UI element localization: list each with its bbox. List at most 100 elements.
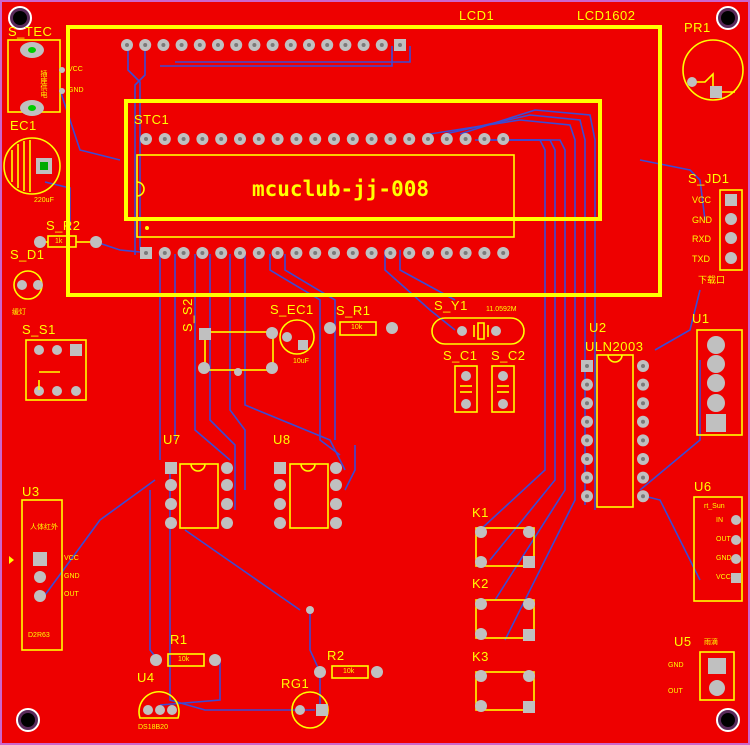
lcd1-pad-hole [398, 43, 402, 47]
lcd1-outline [66, 25, 662, 297]
r1-ref: R1 [170, 632, 188, 647]
stc1-pad-hole [162, 251, 167, 255]
s-y1-value: 11.0592M [486, 306, 517, 313]
r1-resistor [150, 653, 221, 667]
u6-module [693, 496, 743, 602]
lcd1-pad-hole [197, 43, 202, 47]
stc1-pad-hole [200, 137, 205, 141]
u2-pad-hole [641, 475, 645, 480]
stc1-pad-hole [238, 137, 242, 141]
stc1-pad-hole [313, 137, 318, 141]
lcd1-pad-hole [179, 43, 184, 47]
s-jd1-gnd-label: GND [692, 215, 712, 225]
stc1-pad-hole [332, 251, 336, 255]
k3-ref: K3 [472, 649, 489, 664]
vias [234, 368, 314, 614]
stc1-top-pads [140, 133, 510, 145]
stc1-pad-hole [200, 251, 205, 255]
ec1-capacitor [3, 137, 61, 195]
u3-module [9, 499, 63, 651]
stc1-pad-hole [369, 251, 374, 255]
k2-ref: K2 [472, 576, 489, 591]
u2-pad-hole [641, 419, 645, 424]
lcd1-pad-hole [325, 43, 330, 47]
s-c2-ref: S_C2 [491, 348, 526, 363]
s-jd1-sub: 下载口 [698, 275, 726, 285]
s-r2-resistor [34, 235, 102, 248]
u1-ref: U1 [692, 311, 710, 326]
stc1-pad-hole [426, 137, 430, 141]
s-tec-inner-label: 插座供电 [40, 70, 47, 98]
u3-out-label: OUT [64, 591, 79, 598]
u7-ref: U7 [163, 432, 181, 447]
stc1-pad-hole [388, 251, 393, 255]
u2-pad-hole [585, 364, 589, 368]
u3-ref: U3 [22, 484, 40, 499]
s-jd1-ref: S_JD1 [688, 171, 730, 186]
s-r2-value: 1k [55, 238, 63, 245]
lcd1-pad-hole [143, 43, 148, 47]
k2-button [475, 598, 535, 641]
stc1-bottom-pads [140, 247, 510, 259]
s-tec-ref: S_TEC [8, 24, 53, 39]
u5-out-label: OUT [668, 688, 683, 695]
stc1-pad-hole [181, 251, 186, 255]
s-y1-ref: S_Y1 [434, 298, 468, 313]
s-c1-capacitor [454, 365, 478, 413]
stc1-pad-hole [350, 137, 355, 141]
stc1-pad-hole [238, 251, 242, 255]
stc1-pad-hole [181, 137, 186, 141]
stc1-pad-hole [388, 137, 393, 141]
u1-connector [696, 329, 743, 436]
traces [44, 46, 706, 711]
u5-ref: U5 [674, 634, 692, 649]
u2-pad-hole [585, 382, 589, 387]
u3-side-label: 人体红外 [30, 524, 58, 531]
ec1-value: 220uF [34, 197, 54, 204]
stc1-notch [136, 181, 145, 197]
stc1-pad-hole [256, 137, 261, 141]
u2-part: ULN2003 [585, 339, 644, 354]
s-tec-gnd-label: GND [68, 87, 84, 94]
u8-ic [274, 462, 342, 529]
u5-rain-sensor [699, 651, 735, 701]
board-title: mcuclub-jj-008 [252, 177, 430, 201]
u2-pad-hole [585, 419, 589, 424]
u2-pad-hole [641, 364, 645, 368]
s-r1-ref: S_R1 [336, 303, 371, 318]
s-ec1-capacitor [279, 319, 315, 355]
u3-gnd-label: GND [64, 573, 80, 580]
stc1-pad-hole [463, 251, 468, 255]
u2-pad-hole [585, 457, 589, 461]
rg1-sensor [291, 691, 329, 729]
u3-bottom-label: D2R63 [28, 632, 50, 639]
stc1-pad-hole [350, 251, 355, 255]
s-jd1-txd-label: TXD [692, 254, 710, 264]
stc1-pad-hole [275, 251, 280, 255]
u2-pad-hole [641, 457, 645, 461]
u6-ref: U6 [694, 479, 712, 494]
u6-pin4-label: VCC [716, 574, 731, 581]
k1-ref: K1 [472, 505, 489, 520]
stc1-pad-hole [482, 137, 487, 141]
stc1-pad-hole [162, 137, 167, 141]
u3-vcc-label: VCC [64, 555, 79, 562]
u2-pad-hole [641, 401, 645, 406]
lcd1-pad-hole [252, 43, 257, 47]
s-s1-switch [25, 339, 87, 401]
pr1-ref: PR1 [684, 20, 711, 35]
s-jd1-rxd-label: RXD [692, 234, 712, 244]
lcd1-pad-hole [270, 43, 275, 47]
lcd1-pad-hole [343, 43, 348, 47]
stc1-pad-hole [482, 251, 487, 255]
lcd1-pad-hole [361, 43, 366, 47]
stc1-pin1-dot [145, 226, 149, 230]
stc1-pad-hole [144, 137, 148, 141]
lcd1-pad-hole [161, 43, 166, 47]
stc1-pad-hole [369, 137, 374, 141]
stc1-pad-hole [501, 137, 506, 141]
u2-pad-hole [585, 494, 589, 499]
